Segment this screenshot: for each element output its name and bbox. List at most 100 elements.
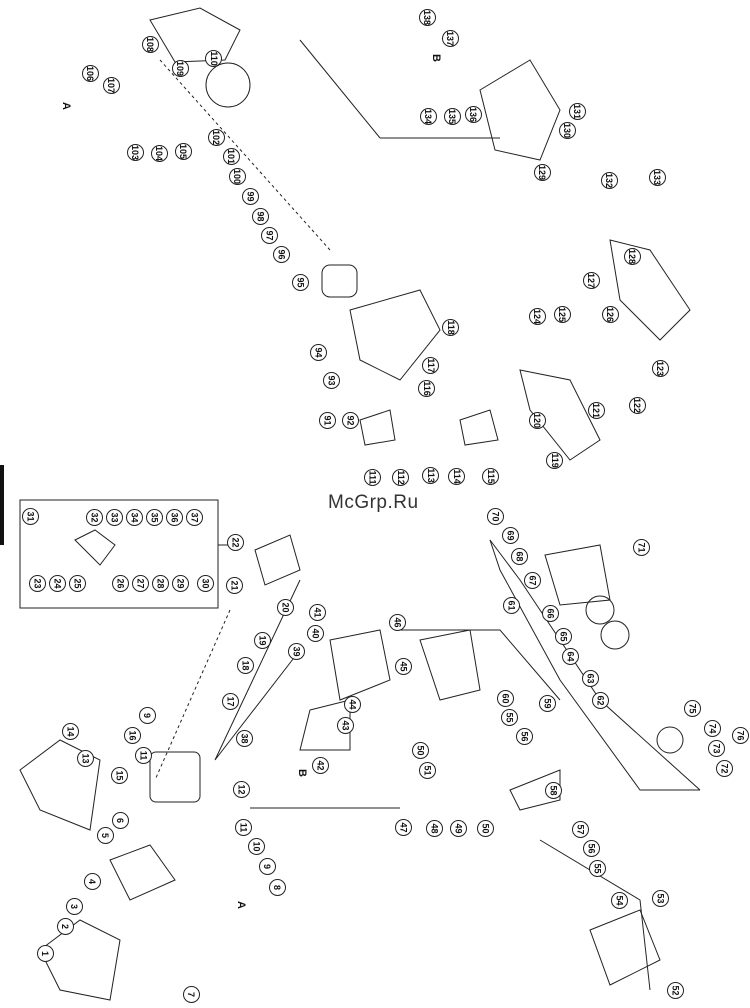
part-callout: 56	[582, 839, 600, 857]
part-callout: 45	[394, 657, 412, 675]
cylinder-shape	[149, 751, 201, 803]
fan-housing-shape	[149, 7, 241, 63]
part-callout: 95	[291, 273, 309, 291]
part-callout: 74	[703, 719, 721, 737]
part-number: 99	[245, 190, 256, 202]
part-number: 37	[189, 511, 200, 523]
reference-letter: B	[295, 769, 308, 777]
part-callout: 62	[591, 691, 609, 709]
part-callout: 38	[235, 729, 253, 747]
part-callout: 108	[141, 35, 159, 53]
clutch-drum-shape	[321, 264, 358, 298]
part-number: 134	[423, 108, 434, 124]
part-number: 32	[89, 511, 100, 523]
part-number: 137	[445, 30, 456, 46]
part-callout: 52	[666, 981, 684, 999]
part-number: 20	[280, 601, 291, 613]
part-number: 66	[545, 607, 556, 619]
part-number: 64	[565, 650, 576, 662]
part-number: 7	[186, 991, 197, 997]
part-callout: 111	[363, 468, 381, 486]
part-callout: 2	[56, 917, 74, 935]
part-callout: 61	[502, 596, 520, 614]
part-number: 95	[295, 276, 306, 288]
reference-letter: A	[234, 901, 247, 909]
part-callout: 132	[600, 171, 618, 189]
part-callout: 103	[126, 143, 144, 161]
part-number: 96	[276, 248, 287, 260]
part-number: 74	[707, 722, 718, 734]
part-number: 124	[532, 308, 543, 324]
part-callout: 10	[247, 837, 265, 855]
part-number: 98	[255, 210, 266, 222]
part-callout: 1	[36, 944, 54, 962]
part-number: 130	[562, 122, 573, 138]
air-filter-bracket	[214, 579, 301, 761]
part-number: 117	[425, 357, 436, 373]
part-callout: 73	[707, 739, 725, 757]
part-callout: 120	[528, 411, 546, 429]
part-callout: 106	[81, 64, 99, 82]
part-number: 75	[687, 702, 698, 714]
part-callout: 96	[272, 245, 290, 263]
part-number: 112	[395, 469, 406, 485]
part-callout: 30	[196, 574, 214, 592]
part-callout: 75	[683, 699, 701, 717]
part-callout: 72	[715, 759, 733, 777]
part-number: 18	[240, 659, 251, 671]
part-number: 10	[251, 840, 262, 852]
part-callout: 126	[601, 305, 619, 323]
part-number: 57	[575, 823, 586, 835]
part-number: 16	[127, 729, 138, 741]
handle-shape	[609, 239, 691, 341]
part-callout: 6	[111, 811, 129, 829]
part-number: 76	[735, 729, 746, 741]
part-callout: 55	[588, 859, 606, 877]
reference-letter: B	[429, 54, 442, 62]
air-filter-base-shape	[299, 699, 351, 751]
part-callout: 28	[151, 574, 169, 592]
part-callout: 56	[515, 727, 533, 745]
part-number: 132	[604, 172, 615, 188]
crankcase-bracket	[400, 629, 561, 701]
crankcase-shape	[419, 629, 481, 701]
part-callout: 134	[419, 107, 437, 125]
part-callout: 3	[65, 897, 83, 915]
part-number: 114	[451, 468, 462, 484]
part-callout: 116	[417, 379, 435, 397]
part-number: 26	[115, 577, 126, 589]
part-number: 9	[142, 712, 153, 718]
axis-line	[154, 609, 231, 781]
part-number: 125	[557, 306, 568, 322]
part-number: 13	[80, 752, 91, 764]
part-callout: 68	[510, 547, 528, 565]
part-number: 39	[291, 645, 302, 657]
part-callout: 53	[651, 889, 669, 907]
part-number: 115	[485, 468, 496, 484]
part-callout: 98	[251, 207, 269, 225]
part-number: 105	[178, 143, 189, 159]
part-number: 31	[25, 510, 36, 522]
part-callout: 118	[441, 318, 459, 336]
part-number: 59	[542, 697, 553, 709]
recoil-bracket-line	[489, 539, 700, 791]
part-number: 126	[605, 306, 616, 322]
part-number: 12	[236, 783, 247, 795]
part-callout: 23	[28, 574, 46, 592]
part-callout: 9	[138, 706, 156, 724]
reference-letter: A	[59, 102, 72, 110]
part-number: 21	[229, 579, 240, 591]
part-number: 103	[130, 144, 141, 160]
part-number: 69	[505, 529, 516, 541]
carburetor-inset-box	[19, 499, 219, 609]
part-callout: 110	[204, 49, 222, 67]
part-number: 106	[85, 65, 96, 81]
part-number: 2	[60, 923, 71, 929]
page-edge-mark	[0, 465, 4, 545]
part-number: 44	[347, 698, 358, 710]
part-callout: 105	[174, 142, 192, 160]
part-number: 38	[239, 732, 250, 744]
part-number: 108	[145, 36, 156, 52]
part-callout: 67	[523, 571, 541, 589]
